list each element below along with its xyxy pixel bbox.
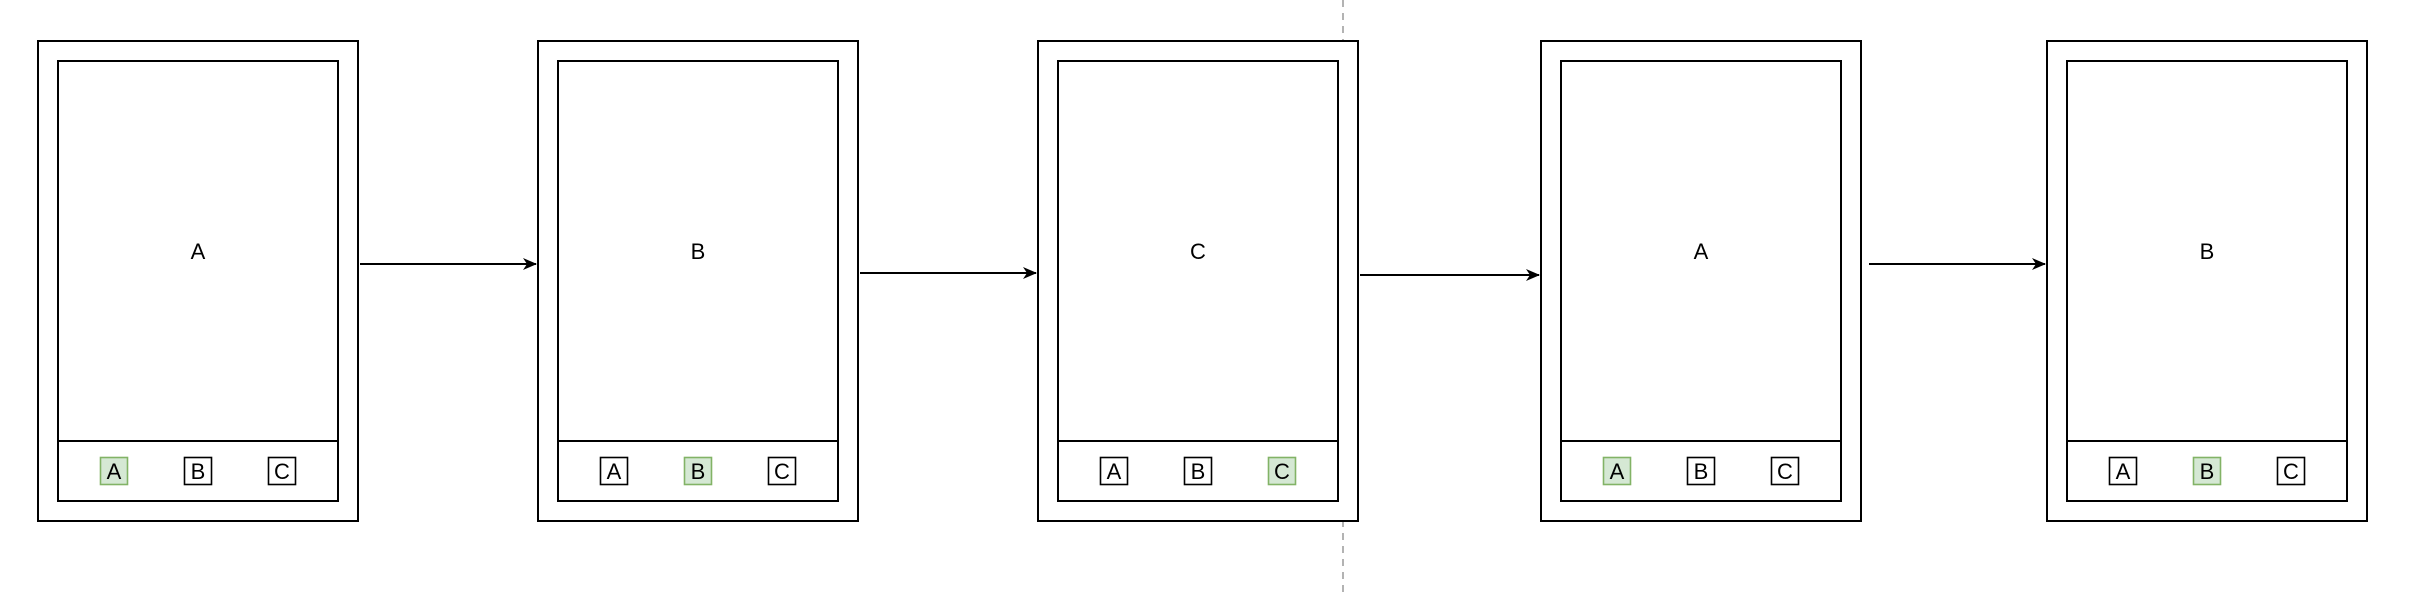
tab-label: A <box>1610 459 1625 484</box>
screen-label: B <box>2200 239 2215 264</box>
tab-a[interactable]: A <box>2108 456 2138 486</box>
tab-b[interactable]: B <box>183 456 213 486</box>
tab-label: A <box>607 459 622 484</box>
active-tab-box[interactable] <box>1267 456 1297 486</box>
tab-label: B <box>1191 459 1206 484</box>
tab-label: C <box>274 459 290 484</box>
tab-box[interactable] <box>1099 456 1129 486</box>
tab-box[interactable] <box>2276 456 2306 486</box>
phone-3: C A B C <box>1037 40 1359 522</box>
phone-screen <box>1057 60 1339 502</box>
tab-label: A <box>2116 459 2131 484</box>
tab-label: B <box>2200 459 2215 484</box>
tab-c[interactable]: C <box>267 456 297 486</box>
tab-b[interactable]: B <box>683 456 713 486</box>
screen-label: C <box>1190 239 1206 264</box>
tab-box[interactable] <box>1183 456 1213 486</box>
tab-c[interactable]: C <box>1267 456 1297 486</box>
tab-box[interactable] <box>1770 456 1800 486</box>
tab-b[interactable]: B <box>1686 456 1716 486</box>
phone-2: B A B C <box>537 40 859 522</box>
tab-label: C <box>2283 459 2299 484</box>
tab-label: C <box>1274 459 1290 484</box>
phone-5: B A B C <box>2046 40 2368 522</box>
active-tab-box[interactable] <box>1602 456 1632 486</box>
tab-label: B <box>1694 459 1709 484</box>
tab-a[interactable]: A <box>99 456 129 486</box>
tab-box[interactable] <box>767 456 797 486</box>
tab-label: A <box>1107 459 1122 484</box>
tab-box[interactable] <box>2108 456 2138 486</box>
phone-1: A A B C <box>37 40 359 522</box>
phone-screen <box>557 60 839 502</box>
phone-screen <box>1560 60 1842 502</box>
active-tab-box[interactable] <box>99 456 129 486</box>
active-tab-box[interactable] <box>2192 456 2222 486</box>
tab-b[interactable]: B <box>2192 456 2222 486</box>
tab-label: C <box>774 459 790 484</box>
phone-4: A A B C <box>1540 40 1862 522</box>
tab-a[interactable]: A <box>1602 456 1632 486</box>
tab-c[interactable]: C <box>1770 456 1800 486</box>
tab-label: B <box>191 459 206 484</box>
phone-screen <box>2066 60 2348 502</box>
tab-box[interactable] <box>183 456 213 486</box>
tab-box[interactable] <box>599 456 629 486</box>
screen-label: A <box>191 239 206 264</box>
tab-a[interactable]: A <box>1099 456 1129 486</box>
tab-a[interactable]: A <box>599 456 629 486</box>
tab-c[interactable]: C <box>767 456 797 486</box>
active-tab-box[interactable] <box>683 456 713 486</box>
tab-label: A <box>107 459 122 484</box>
tab-box[interactable] <box>267 456 297 486</box>
tab-label: C <box>1777 459 1793 484</box>
tab-box[interactable] <box>1686 456 1716 486</box>
tab-b[interactable]: B <box>1183 456 1213 486</box>
phone-screen <box>57 60 339 502</box>
screen-label: B <box>691 239 706 264</box>
tab-label: B <box>691 459 706 484</box>
screen-label: A <box>1694 239 1709 264</box>
tab-c[interactable]: C <box>2276 456 2306 486</box>
